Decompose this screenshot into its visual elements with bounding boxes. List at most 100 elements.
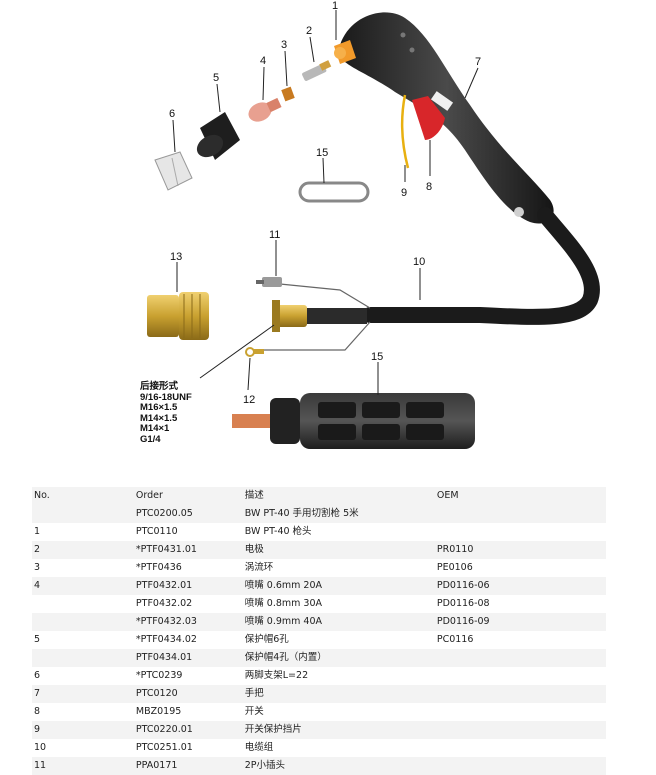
- cell-no: 7: [34, 688, 41, 699]
- cell-oem: [435, 721, 606, 739]
- cell-description: BW PT-40 枪头: [244, 526, 312, 537]
- thread-option: M16×1.5: [140, 402, 178, 413]
- cell-order: PTF0432.02: [135, 598, 193, 609]
- cell-oem: [435, 667, 606, 685]
- cell-oem: PD0116-06: [436, 580, 490, 591]
- cell-no: 11: [34, 760, 47, 771]
- callout-10: 10: [413, 256, 425, 268]
- cell-oem: PD0116-08: [436, 598, 490, 609]
- cell-order: PTC0110: [135, 526, 178, 537]
- torch-handle: [340, 12, 554, 224]
- cell-no: 1: [34, 526, 41, 537]
- cell-description: 涡流环: [244, 562, 274, 573]
- cell-oem: [435, 649, 606, 667]
- table-row: PTF0434.01 保护帽4孔（内置）: [32, 649, 606, 667]
- callout-1: 1: [332, 0, 338, 12]
- callout-9: 9: [401, 187, 407, 199]
- header-description: 描述: [244, 490, 264, 501]
- cell-order: *PTF0436: [135, 562, 182, 573]
- nozzle: [248, 97, 282, 122]
- cell-order: PTC0251.01: [135, 742, 193, 753]
- leader-lines: [172, 10, 479, 395]
- cell-order: *PTF0434.02: [135, 634, 197, 645]
- handle-logo-badge: [430, 91, 454, 111]
- cell-order: PTF0434.01: [135, 652, 193, 663]
- callout-15-lower: 15: [371, 351, 383, 363]
- cell-order: *PTC0239: [135, 670, 183, 681]
- callout-3: 3: [281, 39, 287, 51]
- cell-description: 喷嘴 0.8mm 30A: [244, 598, 323, 609]
- cell-order: MBZ0195: [135, 706, 182, 717]
- spacer-clip: [298, 181, 370, 203]
- ring-terminal: [245, 347, 255, 357]
- thread-option: 9/16-18UNF: [140, 391, 192, 403]
- cell-oem: [435, 685, 606, 703]
- swirl-ring: [281, 86, 295, 102]
- cell-oem: PE0106: [436, 562, 473, 573]
- callout-15-upper: 15: [316, 147, 328, 159]
- cell-no: 9: [34, 724, 41, 735]
- cable-grip-sleeve: [232, 393, 475, 449]
- cell-order: *PTF0432.03: [135, 616, 197, 627]
- switch-guard: [400, 94, 410, 169]
- header-oem: OEM: [436, 490, 459, 501]
- table-row: 1 PTC0110 BW PT-40 枪头: [32, 523, 606, 541]
- table-row: 3 *PTF0436 涡流环 PE0106: [32, 559, 606, 577]
- cell-order: PTC0200.05: [135, 508, 193, 519]
- cell-description: 喷嘴 0.6mm 20A: [244, 580, 323, 591]
- cell-no: 8: [34, 706, 41, 717]
- table-row: 5 *PTF0434.02 保护帽6孔 PC0116: [32, 631, 606, 649]
- callout-2: 2: [306, 25, 312, 37]
- cell-no: [32, 505, 134, 523]
- cell-oem: [435, 739, 606, 757]
- cell-oem: [435, 505, 606, 523]
- table-row: 11 PPA0171 2P小插头: [32, 757, 606, 775]
- cell-description: 保护帽6孔: [244, 634, 289, 645]
- cell-oem: [435, 703, 606, 721]
- cell-no: [32, 613, 134, 631]
- trigger: [412, 96, 445, 140]
- cell-no: 6: [34, 670, 41, 681]
- cell-oem: [435, 523, 606, 541]
- thread-option: M14×1.5: [140, 412, 178, 424]
- cell-no: 5: [34, 634, 41, 645]
- electrode: [302, 60, 332, 81]
- callout-13: 13: [170, 251, 182, 263]
- cell-description: 2P小插头: [244, 760, 286, 771]
- cell-description: BW PT-40 手用切割枪 5米: [244, 508, 359, 519]
- table-row: 8 MBZ0195 开关: [32, 703, 606, 721]
- cable-brass-connector: [272, 300, 367, 332]
- cell-no: 3: [34, 562, 41, 573]
- cell-order: PTC0120: [135, 688, 178, 699]
- brass-adapter: [147, 292, 209, 340]
- callout-5: 5: [213, 72, 219, 84]
- cell-no: 2: [34, 544, 41, 555]
- thread-options-title: 后接形式: [140, 381, 179, 392]
- cell-oem: [435, 757, 606, 775]
- cell-no: 4: [34, 580, 41, 591]
- cell-description: 手把: [244, 688, 264, 699]
- cell-oem: PC0116: [436, 634, 474, 645]
- cable-assembly: [362, 207, 600, 325]
- table-row: 7 PTC0120 手把: [32, 685, 606, 703]
- small-plug: [256, 277, 282, 287]
- table-header-row: No. Order 描述 OEM: [32, 487, 606, 505]
- header-no: No.: [34, 490, 50, 501]
- cell-oem: PD0116-09: [436, 616, 490, 627]
- cell-description: 喷嘴 0.9mm 40A: [244, 616, 323, 627]
- cell-description: 开关: [244, 706, 264, 717]
- cell-order: *PTF0431.01: [135, 544, 197, 555]
- torch-head: [334, 40, 356, 64]
- callout-4: 4: [260, 55, 266, 67]
- table-row: *PTF0432.03 喷嘴 0.9mm 40A PD0116-09: [32, 613, 606, 631]
- cell-no: [32, 595, 134, 613]
- thread-option: M14×1: [140, 423, 170, 434]
- cell-order: PPA0171: [135, 760, 178, 771]
- cell-order: PTC0220.01: [135, 724, 193, 735]
- torch-exploded-diagram: 1 2 3 4 5 6 7 8 9 10 11 12 13 15 15: [147, 0, 600, 449]
- cell-description: 保护帽4孔（内置）: [244, 652, 327, 663]
